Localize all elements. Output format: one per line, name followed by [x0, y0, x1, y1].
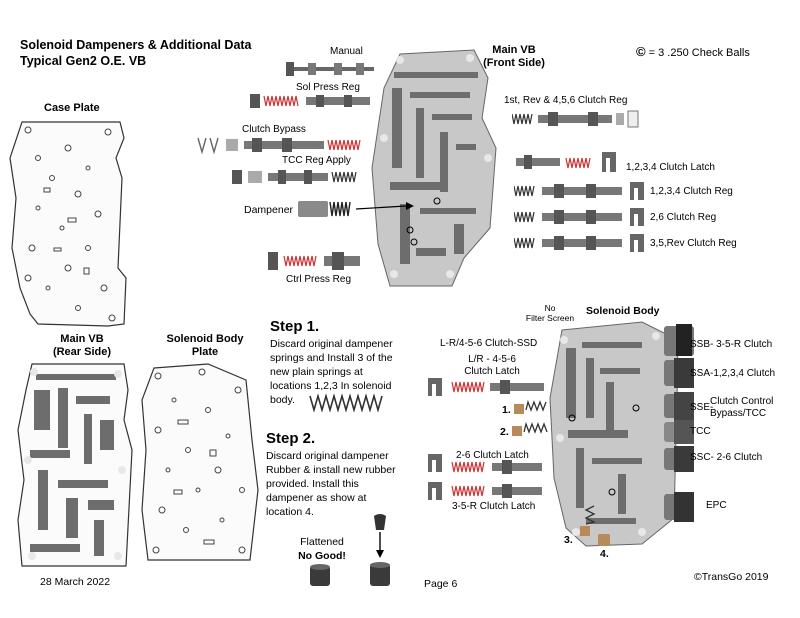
main-vb-front-label: Main VB (Front Side): [482, 44, 546, 70]
sse-solenoid-label-line2: Bypass/TCC: [710, 408, 767, 419]
ctrl-press-reg-label: Ctrl Press Reg: [286, 274, 352, 285]
document-title-line1: Solenoid Dampeners & Additional Data: [20, 38, 252, 52]
clutch-bypass-label: Clutch Bypass: [242, 124, 306, 135]
clutch-reg-35rev-label: 3,5,Rev Clutch Reg: [650, 238, 737, 249]
flattened-rubber-icon: [310, 564, 330, 586]
main-vb-front-label-line2: (Front Side): [483, 57, 545, 69]
check-ball-legend-text: = 3 .250 Check Balls: [648, 47, 750, 59]
footer-page-number: Page 6: [424, 578, 458, 590]
lr-456-latch-part: [428, 378, 544, 396]
footer-date: 28 March 2022: [40, 576, 111, 588]
lr-456-latch-label-line2: Clutch Latch: [464, 366, 520, 377]
clutch-reg-1st-part: [512, 110, 639, 128]
new-rubber-icon: [370, 514, 390, 586]
lr-456-latch-label-line1: L/R - 4-5-6: [468, 354, 516, 365]
solenoid-body-title: Solenoid Body: [586, 305, 660, 317]
location-1-spring: [514, 399, 547, 414]
step1-heading: Step 1.: [270, 318, 320, 335]
location-1-label: 1.: [502, 404, 511, 416]
location-3-spring: [580, 505, 596, 536]
sol-press-reg-part: [250, 94, 370, 108]
flattened-label-line1: Flattened: [300, 536, 344, 548]
location-3-label: 3.: [564, 534, 573, 546]
latch-26-label: 2-6 Clutch Latch: [456, 450, 529, 461]
main-vb-rear-label-line2: (Rear Side): [52, 346, 112, 358]
flattened-label-line2: No Good!: [298, 550, 346, 562]
latch-35r-part: [428, 482, 542, 500]
clutch-latch-1234-part: [516, 152, 616, 172]
tcc-reg-apply-part: [232, 170, 357, 184]
latch-35r-label: 3-5-R Clutch Latch: [452, 501, 536, 512]
plain-spring-icon: [309, 394, 383, 412]
ssa-solenoid-label: SSA-1,2,3,4 Clutch: [690, 368, 776, 379]
tcc-reg-apply-label: TCC Reg Apply: [282, 155, 351, 166]
sol-press-reg-label: Sol Press Reg: [296, 82, 360, 93]
manual-valve-part: [286, 62, 374, 76]
lr-456-latch-label: L/R - 4-5-6 Clutch Latch: [452, 354, 532, 378]
ssb-solenoid-label: SSB- 3-5-R Clutch: [690, 339, 773, 350]
location-4-label: 4.: [600, 548, 609, 560]
clutch-reg-35rev-part: [514, 234, 644, 252]
location-2-spring: [512, 421, 548, 436]
case-plate-label: Case Plate: [44, 102, 100, 114]
solenoid-body-image: [549, 321, 694, 547]
sse-solenoid-label: Clutch Control Bypass/TCC: [710, 396, 773, 420]
document-title-line2: Typical Gen2 O.E. VB: [20, 54, 147, 68]
dampener-part: [298, 201, 414, 217]
sse-solenoid-label-line1: Clutch Control: [710, 396, 774, 407]
lr-456-ssd-label: L-R/4-5-6 Clutch-SSD: [440, 338, 538, 349]
case-plate-drawing: [9, 121, 127, 327]
main-vb-rear-label: Main VB (Rear Side): [52, 333, 112, 359]
main-vb-front-label-line1: Main VB: [492, 44, 536, 56]
manual-valve-label: Manual: [330, 46, 363, 57]
clutch-bypass-part: [197, 137, 361, 154]
no-filter-screen-line2: Filter Screen: [525, 313, 575, 323]
check-ball-icon: ©: [636, 44, 646, 59]
solenoid-body-plate-drawing: [141, 363, 259, 561]
step1-text: Discard original dampener springs and In…: [270, 338, 393, 406]
clutch-latch-1234-label: 1,2,3,4 Clutch Latch: [626, 162, 715, 173]
flattened-label: Flattened No Good!: [292, 535, 352, 563]
solenoid-body-plate-label-line1: Solenoid Body: [166, 333, 244, 345]
tcc-solenoid-label: TCC: [690, 426, 711, 437]
latch-26-part: [428, 454, 542, 474]
ssc-solenoid-label: SSC- 2-6 Clutch: [690, 452, 763, 463]
location-4-dampener: [598, 534, 610, 546]
no-filter-screen-label: No Filter Screen: [520, 303, 580, 323]
solenoid-body-plate-label-line2: Plate: [191, 346, 219, 358]
no-filter-screen-line1: No: [544, 303, 556, 313]
clutch-reg-26-part: [514, 208, 644, 226]
clutch-reg-1st-label: 1st, Rev & 4,5,6 Clutch Reg: [504, 95, 628, 106]
ctrl-press-reg-part: [268, 252, 360, 270]
location-2-label: 2.: [500, 426, 509, 438]
main-vb-front-image: [371, 49, 497, 287]
clutch-reg-1234-part: [514, 182, 644, 200]
step2-text: Discard original dampener Rubber & insta…: [266, 450, 396, 518]
epc-solenoid-label: EPC: [706, 500, 727, 511]
main-vb-rear-image: [17, 363, 133, 567]
check-ball-legend: © = 3 .250 Check Balls: [636, 44, 750, 59]
clutch-reg-26-label: 2,6 Clutch Reg: [650, 212, 717, 223]
clutch-reg-1234-label: 1,2,3,4 Clutch Reg: [650, 186, 733, 197]
sse-solenoid-prefix: SSE-: [690, 402, 714, 413]
main-vb-rear-label-line1: Main VB: [60, 333, 104, 345]
step2-heading: Step 2.: [266, 430, 316, 447]
dampener-label: Dampener: [244, 204, 294, 216]
solenoid-body-plate-label: Solenoid Body Plate: [160, 333, 250, 359]
footer-copyright: ©TransGo 2019: [694, 571, 769, 583]
